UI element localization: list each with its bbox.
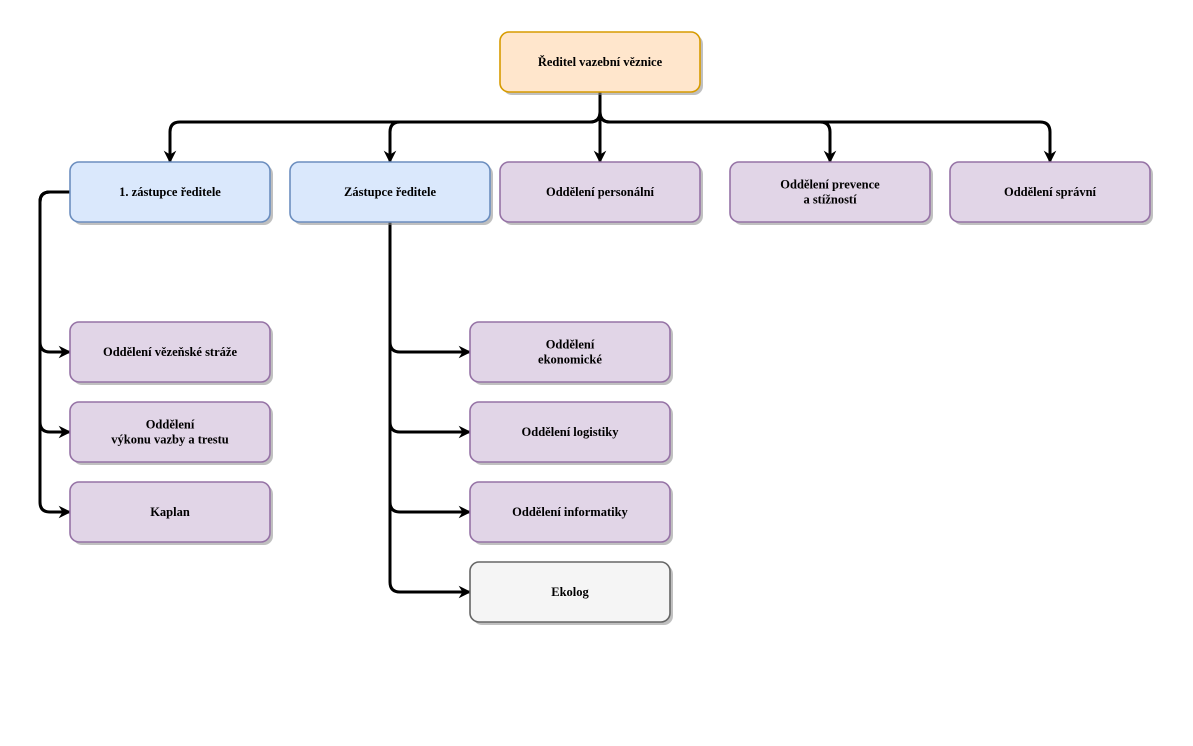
node-economic-box xyxy=(469,321,671,383)
connector-director-to-deputy xyxy=(383,90,602,164)
node-personnel-box xyxy=(499,161,701,223)
node-economic-label-line-1: ekonomické xyxy=(538,353,602,367)
node-deputy: Zástupce ředitele xyxy=(289,161,493,225)
node-director-label-line-0: Ředitel vazební věznice xyxy=(538,55,663,69)
connector-deputy-to-ecologist xyxy=(388,220,472,599)
connector-director-to-prevention xyxy=(598,90,837,164)
node-ecologist: Ekolog xyxy=(469,561,673,625)
node-personnel-label-line-0: Oddělení personální xyxy=(546,185,655,199)
node-guard-box xyxy=(69,321,271,383)
node-deputy1: 1. zástupce ředitele xyxy=(69,161,273,225)
node-personnel: Oddělení personální xyxy=(499,161,703,225)
node-chaplain-label-line-0: Kaplan xyxy=(150,505,190,519)
node-custody-box xyxy=(69,401,271,463)
node-economic-label-line-0: Oddělení xyxy=(546,338,595,352)
connector-deputy-to-it xyxy=(388,220,472,519)
connector-deputy-to-logistics xyxy=(388,220,472,439)
nodes: Ředitel vazební věznice 1. zástupce ředit… xyxy=(69,31,1153,625)
connector-deputy1-to-guard xyxy=(38,190,72,359)
node-prevention-label-line-0: Oddělení prevence xyxy=(780,178,880,192)
node-administrative: Oddělení správní xyxy=(949,161,1153,225)
node-guard: Oddělení vězeňské stráže xyxy=(69,321,273,385)
node-deputy-box xyxy=(289,161,491,223)
node-director-box xyxy=(499,31,701,93)
node-administrative-box xyxy=(949,161,1151,223)
node-deputy-label-line-0: Zástupce ředitele xyxy=(344,185,436,199)
node-it-label-line-0: Oddělení informatiky xyxy=(512,505,628,519)
node-custody-label-line-0: Oddělení xyxy=(146,418,195,432)
node-chaplain-box xyxy=(69,481,271,543)
connector-deputy-to-economic xyxy=(388,220,472,359)
node-guard-label-line-0: Oddělení vězeňské stráže xyxy=(103,345,237,359)
node-ecologist-box xyxy=(469,561,671,623)
node-prevention-label-line-1: a stížností xyxy=(803,193,857,207)
connector-director-to-deputy1 xyxy=(163,90,602,164)
node-logistics: Oddělení logistiky xyxy=(469,401,673,465)
node-deputy1-box xyxy=(69,161,271,223)
node-ecologist-label-line-0: Ekolog xyxy=(551,585,589,599)
node-prevention-box xyxy=(729,161,931,223)
node-administrative-label-line-0: Oddělení správní xyxy=(1004,185,1097,199)
node-it: Oddělení informatiky xyxy=(469,481,673,545)
connector-deputy1-to-chaplain xyxy=(38,190,72,519)
node-logistics-box xyxy=(469,401,671,463)
node-chaplain: Kaplan xyxy=(69,481,273,545)
node-custody-label-line-1: výkonu vazby a trestu xyxy=(111,433,229,447)
node-it-box xyxy=(469,481,671,543)
node-director: Ředitel vazební věznice xyxy=(499,31,703,95)
node-deputy1-label-line-0: 1. zástupce ředitele xyxy=(119,185,221,199)
node-logistics-label-line-0: Oddělení logistiky xyxy=(522,425,620,439)
connector-deputy1-to-custody xyxy=(38,190,72,439)
connectors xyxy=(38,90,1057,599)
connector-director-to-administrative xyxy=(598,90,1057,164)
